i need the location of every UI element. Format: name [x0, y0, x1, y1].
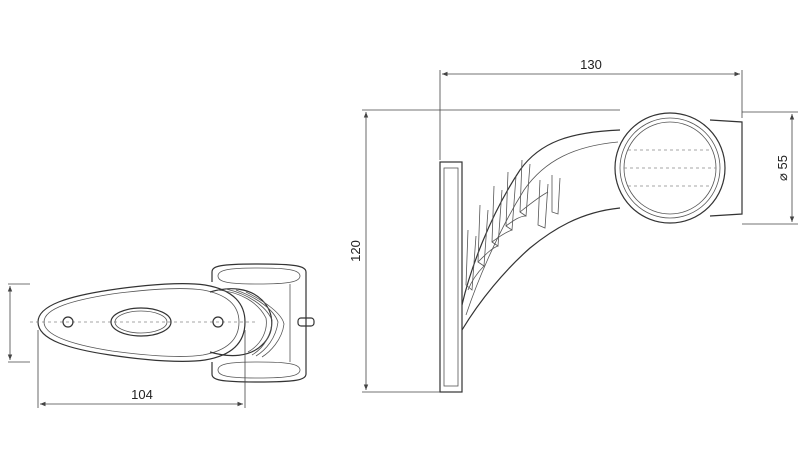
rib-link-5 — [519, 191, 549, 213]
arm-rib-3 — [235, 289, 279, 357]
rib-link-3 — [491, 229, 513, 243]
arm-rib-1 — [217, 289, 267, 353]
rib-link-4 — [505, 215, 527, 227]
cable-opening-inner — [114, 310, 168, 334]
side-arm-inner — [465, 141, 619, 316]
dim-label-120: 120 — [348, 240, 363, 262]
arm-rib-2 — [225, 288, 273, 356]
lamp-head-top-cap — [217, 267, 301, 285]
lamp-pin — [297, 317, 315, 327]
rib-5 — [519, 159, 531, 217]
lamp-head-bottom-cap — [217, 361, 301, 379]
arm-ribs — [465, 159, 561, 291]
rib-3 — [491, 185, 503, 247]
mounting-plate — [439, 161, 463, 393]
lamp-head-outline — [211, 263, 307, 383]
rib-link-2 — [477, 245, 499, 263]
rib-link-1 — [467, 265, 485, 291]
dim-label-d55: ⌀ 55 — [775, 155, 790, 181]
lamp-housing-tab — [709, 119, 743, 217]
side-arm-outline-lower — [461, 207, 621, 331]
mounting-hole-left — [62, 316, 74, 328]
top-view: 104 — [7, 263, 315, 408]
rib-7 — [551, 175, 561, 215]
rib-6 — [537, 179, 549, 229]
lamp-head-ring — [619, 117, 721, 219]
side-arm-outline — [461, 129, 621, 306]
dim-label-130: 130 — [580, 57, 602, 72]
dim-label-104: 104 — [131, 387, 153, 402]
base-plate-outline — [37, 283, 246, 362]
rib-1 — [465, 229, 477, 291]
base-plate-inner — [43, 288, 240, 357]
cable-opening — [110, 307, 172, 337]
mounting-hole-right — [212, 316, 224, 328]
mounting-plate-inner — [443, 167, 459, 387]
lamp-head-circle — [614, 112, 726, 224]
rib-2 — [477, 204, 489, 267]
arm-rib-4 — [245, 291, 285, 358]
side-view: 130 120 ⌀ 55 — [348, 57, 798, 393]
rib-4 — [505, 171, 517, 231]
